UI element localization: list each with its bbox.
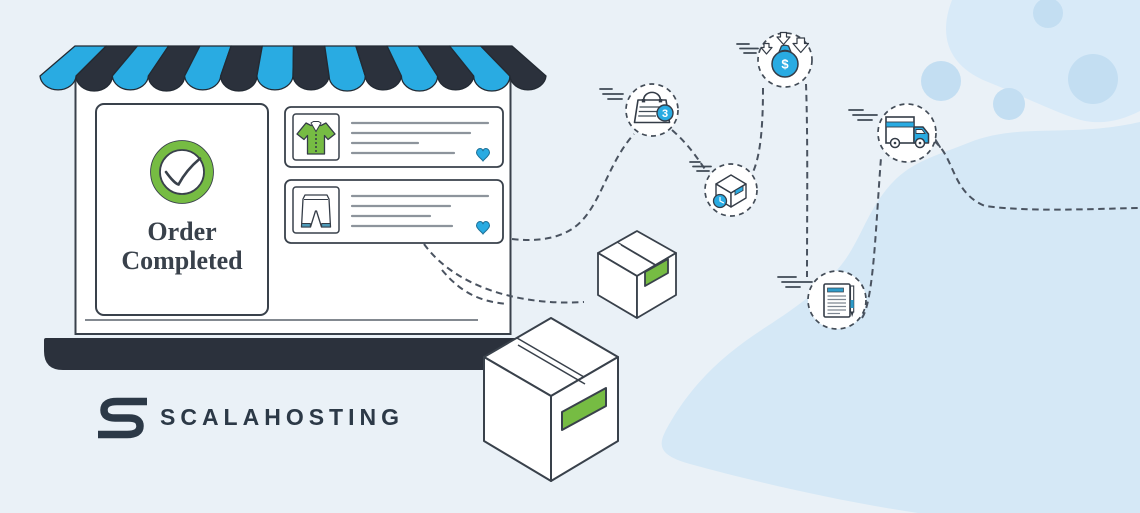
journey-step-processing: [704, 163, 758, 217]
invoice-pen-icon: [823, 283, 855, 318]
journey-step-payment: $: [757, 31, 813, 88]
laptop-base: [44, 338, 543, 370]
package-clock-icon: [712, 174, 747, 209]
brand-logo: SCALAHOSTING: [98, 397, 404, 439]
check-circle-icon: [150, 140, 214, 204]
journey-steps: 3 $: [625, 31, 937, 330]
decor-dot: [1033, 0, 1063, 28]
box-label: [561, 387, 607, 431]
currency-symbol: $: [781, 57, 789, 72]
pants-icon: [300, 194, 332, 228]
journey-step-cart: 3: [625, 83, 679, 137]
delivery-truck-icon: [885, 116, 930, 149]
speed-lines-truck: [848, 109, 878, 121]
decor-swoosh-arc: [423, 243, 585, 304]
storefront-awning: [39, 45, 547, 92]
product-card-pants: [284, 179, 504, 244]
decor-blob-main: [661, 122, 1140, 513]
order-status-line1: Order: [147, 217, 216, 246]
shipping-box-small: [597, 230, 677, 319]
journey-step-invoice: [807, 270, 867, 330]
shipping-box-large: [483, 317, 619, 482]
decor-dot: [1068, 54, 1118, 104]
decor-dot: [921, 61, 961, 101]
cart-count-badge: 3: [656, 104, 674, 122]
scalahosting-logo-icon: [98, 397, 147, 439]
order-completed-card: Order Completed: [95, 103, 269, 316]
product-card-shirt: [284, 106, 504, 168]
favorite-heart-icon: [475, 220, 491, 235]
laptop: Order Completed: [74, 75, 512, 335]
favorite-heart-icon: [475, 147, 491, 162]
journey-path: [423, 83, 1140, 319]
decor-blob-top-right: [921, 0, 1140, 123]
speed-lines-money: [736, 43, 759, 54]
speed-lines-bag: [599, 88, 624, 100]
money-bag-icon: $: [760, 31, 810, 78]
speed-lines: [599, 43, 878, 288]
product-text-lines: [350, 121, 490, 155]
product-text-lines: [350, 194, 490, 228]
speed-lines-package: [689, 161, 712, 172]
journey-step-delivery: [877, 103, 937, 163]
speed-lines-invoice: [777, 276, 813, 288]
box-label: [644, 258, 669, 287]
svg-text:3: 3: [662, 108, 668, 120]
order-status-line2: Completed: [121, 246, 243, 275]
brand-name: SCALAHOSTING: [160, 404, 404, 430]
decor-dot: [993, 88, 1025, 120]
decor-swoosh-arc: [441, 269, 509, 305]
shirt-icon: [296, 121, 336, 155]
